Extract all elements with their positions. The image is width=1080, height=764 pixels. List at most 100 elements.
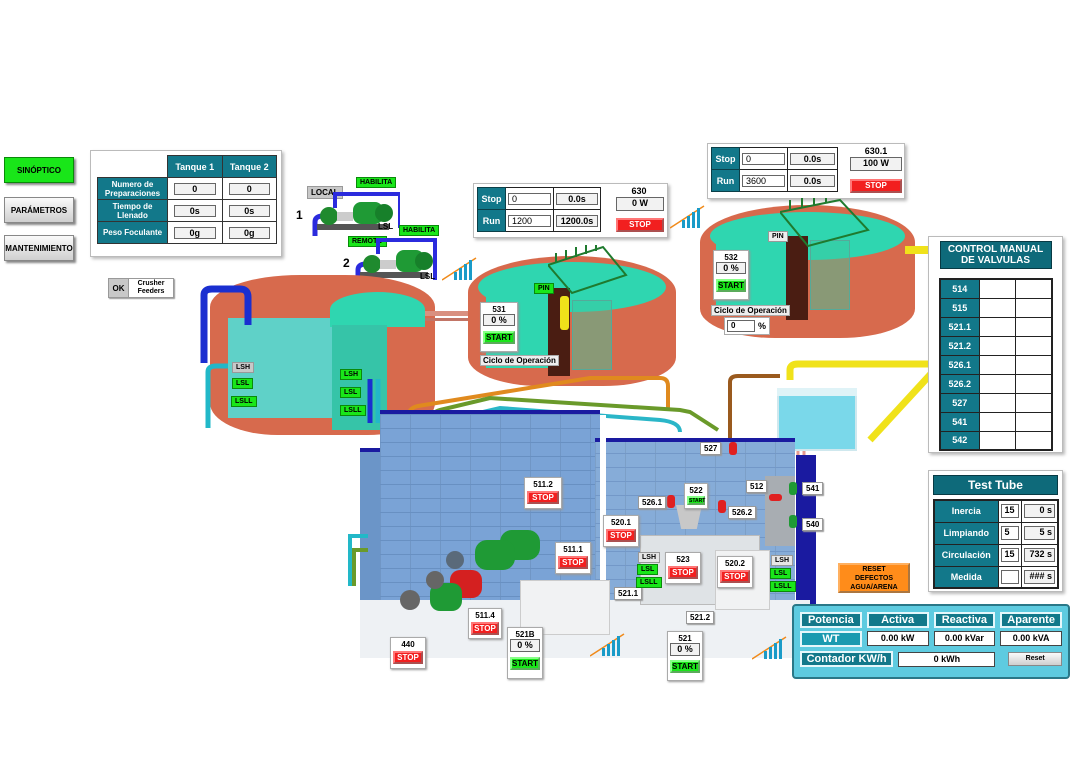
timer630-stop-elapsed: 0.0s <box>556 192 598 205</box>
row-label-tiempo-llenado: Tiempo de Llenado <box>97 199 168 222</box>
sinoptico-button[interactable]: SINÓPTICO <box>4 157 74 183</box>
test-inercia-set-input[interactable]: 15 <box>1000 504 1019 519</box>
timer630-run-elapsed: 1200.0s <box>556 214 598 227</box>
walkway-icon-2 <box>780 198 870 248</box>
tank532-id: 532 <box>724 253 738 262</box>
test-limpiando-set-input[interactable]: 5 <box>1000 526 1019 540</box>
motor-440-stop-button[interactable]: STOP <box>393 651 423 664</box>
valve-514-close[interactable] <box>1015 278 1052 299</box>
timer6301-stop-label: Stop <box>711 147 740 170</box>
tank531-control: 531 0 % START <box>480 302 518 352</box>
tank532-start-button[interactable]: START <box>716 279 746 292</box>
valve-512-icon <box>769 494 782 501</box>
mid-lsh-indicator: LSH <box>638 552 660 563</box>
timer630-stop-button[interactable]: STOP <box>616 218 664 232</box>
activa-value: 0.00 kW <box>866 631 929 646</box>
cyan-pipe-icon <box>205 363 228 428</box>
mantenimiento-button[interactable]: MANTENIMIENTO <box>4 235 74 261</box>
motor-5201-control: 520.1 STOP <box>603 515 639 547</box>
valve-5211-tag: 521.1 <box>614 587 643 600</box>
yellow-feed-pipe-icon <box>786 360 948 443</box>
test-tube-title: Test Tube <box>933 475 1058 495</box>
motor-5201-stop-button[interactable]: STOP <box>606 529 636 542</box>
timer6301-stop-set-input[interactable]: 0 <box>742 152 785 165</box>
valve-540-icon <box>789 515 797 528</box>
mid-lsll-indicator: LSLL <box>636 577 662 588</box>
valve-542-close[interactable] <box>1015 430 1052 451</box>
valve-5211-open[interactable] <box>979 316 1016 337</box>
tank531-id: 531 <box>492 305 506 314</box>
timer6301-stop-button[interactable]: STOP <box>850 179 902 193</box>
valve-540-tag: 540 <box>802 518 824 531</box>
crusher-ok-button[interactable]: OK <box>109 279 129 297</box>
valve-control-title: CONTROL MANUAL DE VALVULAS <box>939 241 1052 269</box>
pipe-connector <box>425 311 475 316</box>
test-tube-panel: Test Tube Inercia 15 0 s Limpiando 5 5 s… <box>928 470 1063 592</box>
tanque1-tiempo-value: 0s <box>174 204 216 217</box>
test-circulacion-set-input[interactable]: 15 <box>1000 548 1019 562</box>
valve-514-label: 514 <box>939 278 980 299</box>
valve-5262-close[interactable] <box>1015 373 1052 394</box>
valve-515-close[interactable] <box>1015 297 1052 318</box>
motor-5201-id: 520.1 <box>610 518 632 527</box>
valve-541-close[interactable] <box>1015 411 1052 432</box>
valve-515-open[interactable] <box>979 297 1016 318</box>
motor-523-stop-button[interactable]: STOP <box>668 566 698 579</box>
valve-527-close[interactable] <box>1015 392 1052 413</box>
mid-lsl-indicator: LSL <box>637 564 659 575</box>
yellow-pipe <box>905 246 933 254</box>
header-tanque-2: Tanque 2 <box>221 155 277 178</box>
reactiva-value: 0.00 kVar <box>933 631 996 646</box>
activa-header: Activa <box>866 612 929 628</box>
parametros-button[interactable]: PARÁMETROS <box>4 197 74 223</box>
timer630-run-label: Run <box>477 209 506 232</box>
contador-value: 0 kWh <box>898 651 996 667</box>
motor-5114-stop-button[interactable]: STOP <box>471 622 499 635</box>
valve-5211-close[interactable] <box>1015 316 1052 337</box>
valve-541-open[interactable] <box>979 411 1016 432</box>
motor-5111-id: 511.1 <box>563 545 583 554</box>
motor-5112-id: 511.2 <box>533 480 553 489</box>
valve-5212-label: 521.2 <box>939 335 980 356</box>
pump2-habilita-button[interactable]: HABILITA <box>399 225 440 236</box>
valve-527-open[interactable] <box>979 392 1016 413</box>
tanque2-tiempo-value: 0s <box>228 204 270 217</box>
trend-chart-icon-2 <box>670 205 705 229</box>
test-medida-set-input[interactable] <box>1000 569 1019 584</box>
valve-5212-close[interactable] <box>1015 335 1052 356</box>
test-inercia-value: 0 s <box>1023 504 1055 519</box>
motor-521b-start-button[interactable]: START <box>510 657 540 670</box>
test-medida-label: Medida <box>933 565 999 589</box>
dosing-unit <box>520 580 610 635</box>
motor-5111-stop-button[interactable]: STOP <box>558 556 588 569</box>
tank531-start-button[interactable]: START <box>483 331 515 344</box>
trend-chart-icon-4 <box>752 636 787 660</box>
valve-5262-open[interactable] <box>979 373 1016 394</box>
pump1-habilita-button[interactable]: HABILITA <box>356 177 397 188</box>
blue-pipe-icon <box>200 285 252 363</box>
valve-514-open[interactable] <box>979 278 1016 299</box>
timer6301-run-elapsed: 0.0s <box>790 174 835 187</box>
right-lsh-indicator: LSH <box>771 555 793 566</box>
tank-left-lsl-indicator: LSL <box>232 378 254 389</box>
timer6301-run-label: Run <box>711 169 740 192</box>
timer630-stop-set-input[interactable]: 0 <box>508 192 551 205</box>
motor-522-start-button[interactable]: START <box>687 496 706 505</box>
valve-527-label: 527 <box>939 392 980 413</box>
timer630-run-set-input[interactable]: 1200 <box>508 214 551 227</box>
valve-5261-close[interactable] <box>1015 354 1052 375</box>
tank-left-lsh-indicator: LSH <box>232 362 254 373</box>
motor-5202-id: 520.2 <box>724 559 746 568</box>
valve-5212-open[interactable] <box>979 335 1016 356</box>
timer6301-run-set-input[interactable]: 3600 <box>742 174 785 187</box>
motor-440-control: 440 STOP <box>390 637 426 669</box>
motor-521-id: 521 <box>678 634 692 643</box>
motor-521-start-button[interactable]: START <box>670 660 700 673</box>
motor-5112-stop-button[interactable]: STOP <box>527 491 559 504</box>
reset-counter-button[interactable]: Reset <box>1008 652 1062 666</box>
valve-542-open[interactable] <box>979 430 1016 451</box>
reset-defectos-button[interactable]: RESET DEFECTOS AGUA/ARENA <box>838 563 910 593</box>
valve-5261-open[interactable] <box>979 354 1016 375</box>
tank532-cycle-input[interactable]: 0 <box>727 320 755 332</box>
motor-5202-stop-button[interactable]: STOP <box>720 570 750 583</box>
